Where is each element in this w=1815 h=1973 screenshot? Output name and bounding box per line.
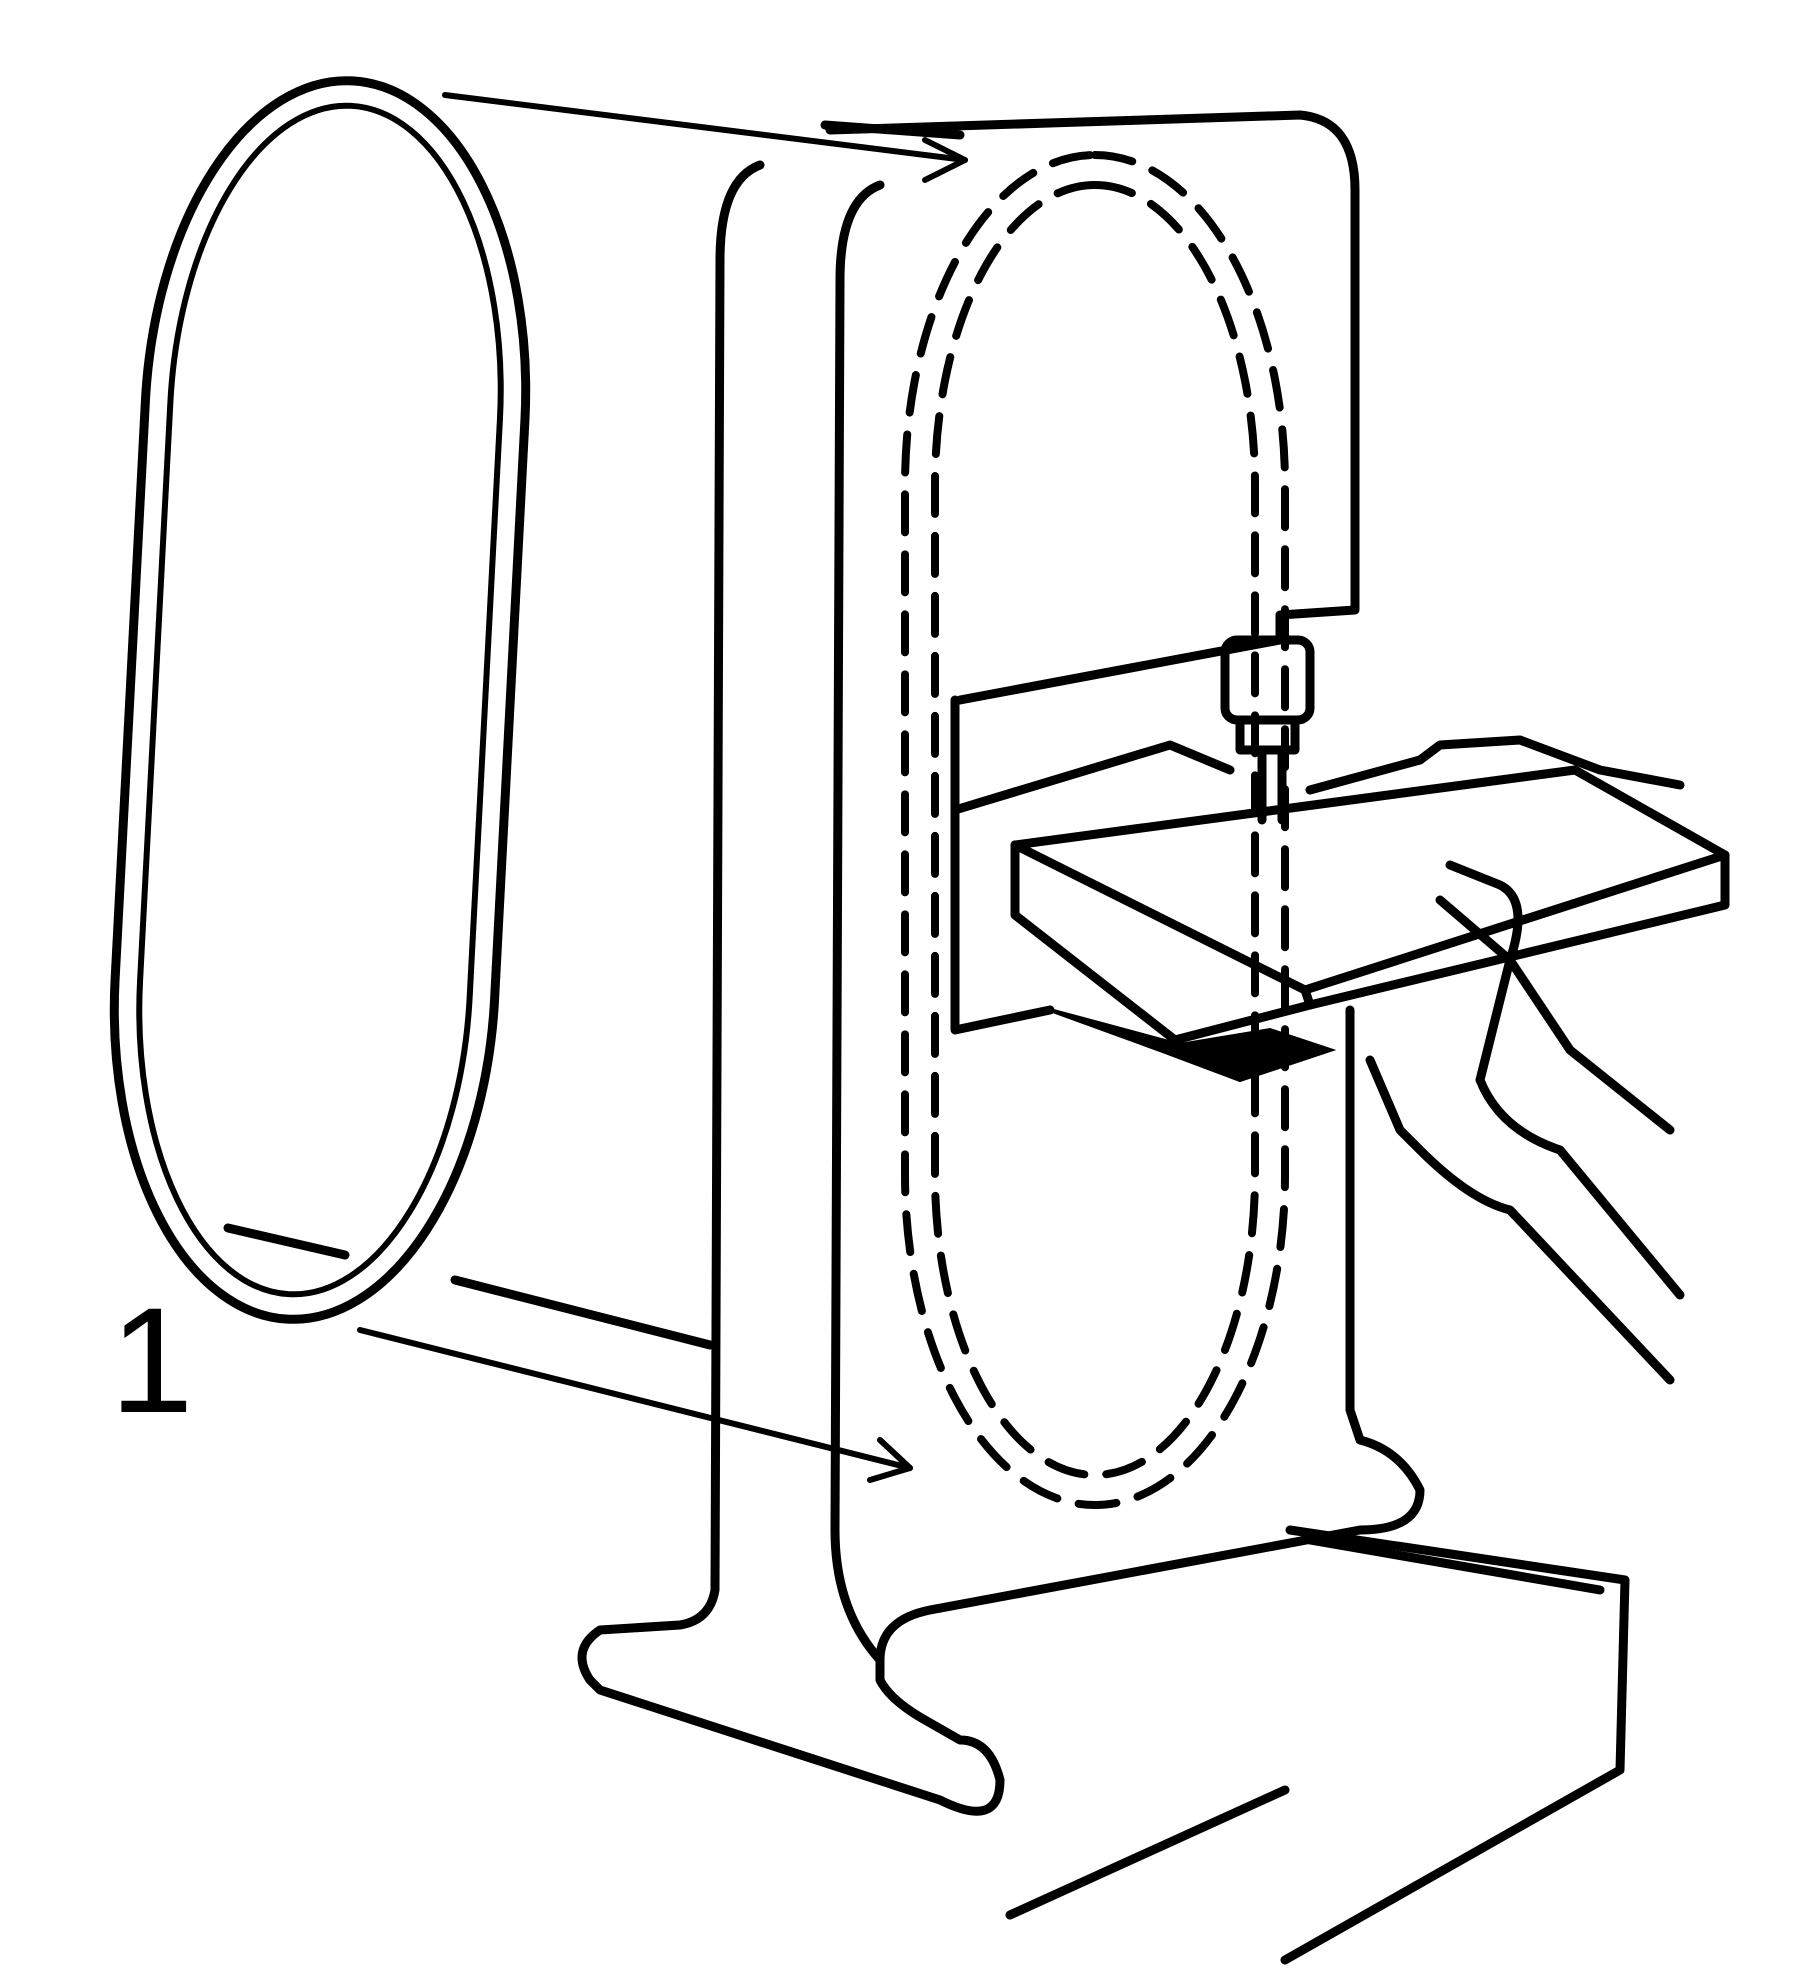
- blade-guide: [1220, 635, 1315, 825]
- blade-on-saw: [901, 151, 1289, 1509]
- saw-frame: [577, 110, 1630, 1965]
- figure-label: 1: [110, 1276, 194, 1444]
- direction-arrows: [357, 92, 968, 1483]
- workpiece: [1010, 765, 1730, 1045]
- saw-table: [950, 695, 1337, 1083]
- operator-hands: [1305, 735, 1685, 1385]
- blade-loop: [109, 76, 531, 1324]
